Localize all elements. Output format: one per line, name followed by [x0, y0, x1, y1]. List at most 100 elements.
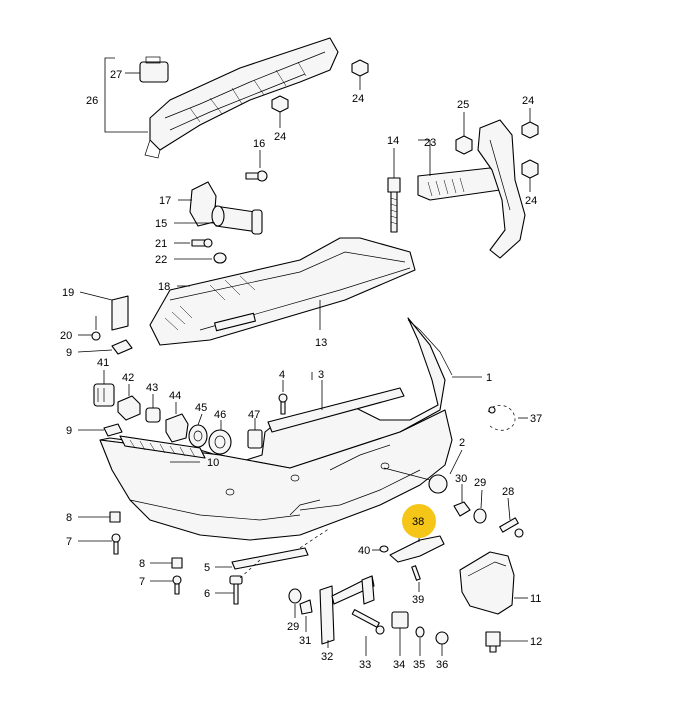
callout-37: 37	[530, 413, 542, 425]
callout-29-a: 29	[474, 477, 486, 489]
washer-29-bottom	[288, 588, 302, 618]
washer-40	[372, 545, 389, 553]
strip-5	[215, 547, 309, 570]
callout-2: 2	[459, 437, 465, 449]
callout-39: 39	[412, 594, 424, 606]
nut-36	[435, 631, 449, 656]
callout-40: 40	[358, 545, 370, 557]
connector-41	[93, 370, 115, 407]
bolt-12	[485, 631, 528, 653]
callout-35: 35	[413, 659, 425, 671]
screw-7-right	[150, 575, 182, 595]
washer-29-right	[473, 489, 487, 524]
callout-19: 19	[62, 287, 74, 299]
bumper-cover-1	[99, 317, 482, 541]
impact-absorber-26	[104, 37, 339, 159]
nut-30	[453, 484, 471, 517]
nut-24-mid	[271, 95, 289, 128]
crossmember-13	[149, 237, 416, 346]
callout-7-b: 7	[139, 576, 145, 588]
trim-strip-3	[267, 380, 405, 433]
callout-47: 47	[248, 409, 260, 421]
cap-2	[383, 449, 463, 494]
callout-6: 6	[204, 588, 210, 600]
callout-42: 42	[122, 372, 134, 384]
callout-24-d: 24	[525, 195, 537, 207]
callout-26: 26	[86, 95, 98, 107]
side-marker-11	[459, 551, 528, 615]
callout-33: 33	[359, 659, 371, 671]
screw-39	[411, 565, 421, 592]
nut-8-right	[150, 557, 183, 569]
callout-9-a: 9	[66, 347, 72, 359]
nut-24-right-top	[521, 108, 539, 139]
callout-44: 44	[169, 390, 181, 402]
callout-16: 16	[253, 138, 265, 150]
callout-36: 36	[436, 659, 448, 671]
callout-30: 30	[455, 473, 467, 485]
callout-22: 22	[155, 254, 167, 266]
callout-8-a: 8	[66, 512, 72, 524]
callout-21: 21	[155, 238, 167, 250]
screw-28	[499, 497, 524, 538]
callout-11: 11	[530, 593, 541, 605]
callout-23: 23	[424, 137, 436, 149]
tube-15	[174, 205, 263, 235]
callout-24-c: 24	[522, 95, 534, 107]
callout-9-b: 9	[66, 425, 72, 437]
pin-6	[215, 575, 243, 605]
callout-34: 34	[393, 659, 405, 671]
callout-27: 27	[110, 69, 122, 81]
clip-37	[487, 404, 528, 431]
nut-24-top-left	[351, 59, 369, 90]
callout-31: 31	[299, 635, 311, 647]
callout-46: 46	[214, 409, 226, 421]
nut-24-right-bottom	[521, 159, 539, 192]
callout-25: 25	[457, 99, 469, 111]
connector-47	[247, 418, 263, 449]
callout-28: 28	[502, 486, 514, 498]
ring-46	[208, 420, 232, 455]
screw-16	[245, 150, 268, 182]
clip-31	[299, 599, 313, 632]
ring-43	[145, 394, 161, 423]
clip-9-top	[77, 339, 133, 355]
callout-24-a: 24	[352, 93, 364, 105]
housing-42	[117, 384, 141, 421]
bracket-32	[319, 575, 375, 648]
callout-14: 14	[387, 135, 399, 147]
callout-15: 15	[155, 218, 167, 230]
side-bracket-23	[417, 119, 526, 259]
callout-24-b: 24	[274, 131, 286, 143]
clip-9-bottom	[78, 423, 123, 437]
washer-22	[174, 252, 227, 264]
screw-21	[174, 238, 213, 248]
callout-45: 45	[195, 402, 207, 414]
screw-4	[278, 380, 288, 415]
washer-35	[415, 626, 425, 656]
callout-41-top: 41	[97, 357, 109, 369]
callout-10: 10	[207, 457, 219, 469]
nut-25	[455, 112, 473, 155]
callout-7-a: 7	[66, 536, 72, 548]
callout-8-b: 8	[139, 558, 145, 570]
callout-43: 43	[146, 382, 158, 394]
callout-5: 5	[204, 562, 210, 574]
screw-33	[351, 609, 385, 656]
callout-17: 17	[159, 195, 171, 207]
clip-27	[125, 56, 169, 83]
callout-18: 18	[158, 281, 170, 293]
callout-12: 12	[530, 636, 542, 648]
screw-7-left	[78, 533, 121, 555]
nut-34	[391, 611, 409, 656]
callout-4: 4	[279, 369, 285, 381]
screw-20	[78, 316, 101, 341]
callout-32: 32	[321, 651, 333, 663]
callout-38: 38	[412, 516, 424, 528]
callout-13: 13	[315, 337, 327, 349]
bracket-17	[178, 181, 217, 227]
callout-1: 1	[486, 372, 492, 384]
highlight-marker-38	[402, 504, 436, 538]
grommet-45	[188, 413, 208, 448]
nut-8-left	[78, 511, 121, 523]
